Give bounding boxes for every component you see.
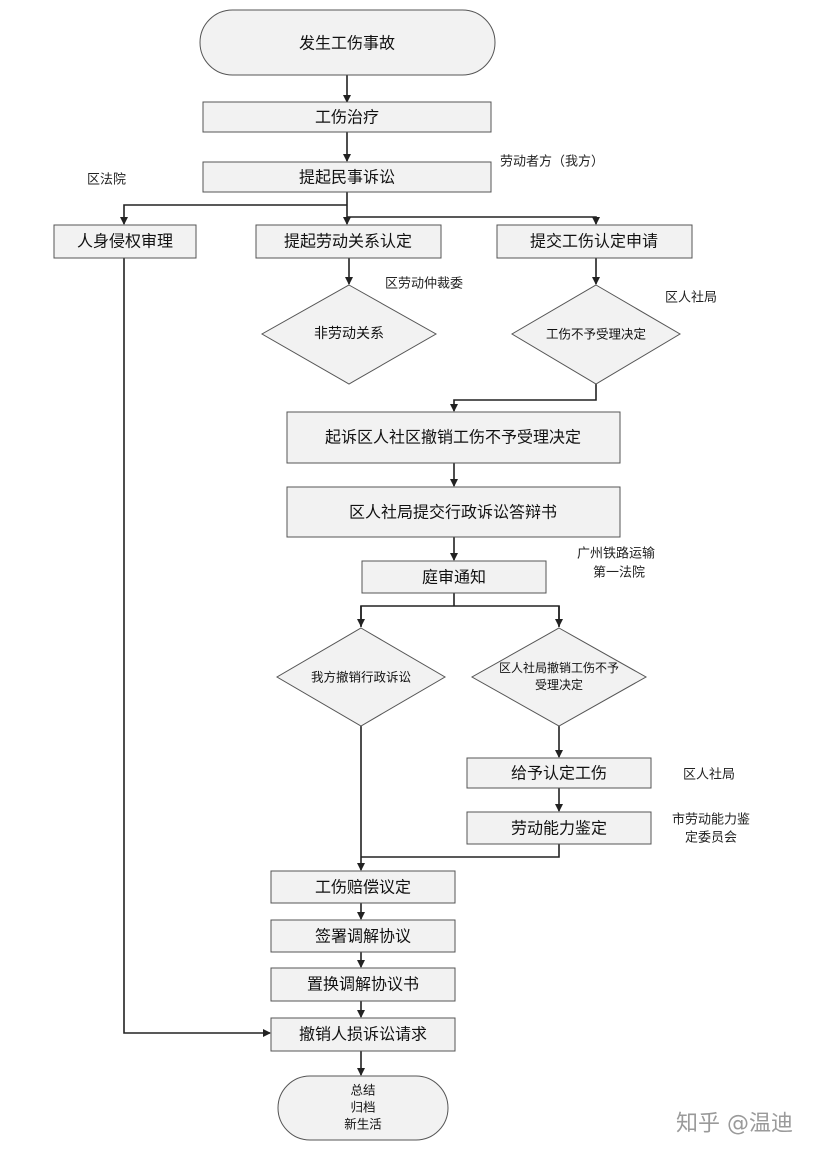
arrow-civil-application [347, 216, 600, 225]
label-worker-side: 劳动者方（我方） [500, 154, 604, 170]
label-district-court: 区法院 [87, 173, 126, 188]
node-withdraw-injury: 撤销人损诉讼请求 [270, 1017, 456, 1052]
label-committee-1: 市劳动能力鉴 [672, 812, 750, 828]
node-end: 总结 归档 新生活 [277, 1075, 449, 1141]
node-withdraw-injury-text: 撤销人损诉讼请求 [299, 1025, 427, 1044]
node-bureau-revoke: 区人社局撤销工伤不予 受理决定 [470, 627, 648, 727]
node-civil-suit-text: 提起民事诉讼 [299, 168, 395, 187]
node-sign: 签署调解协议 [270, 919, 456, 953]
node-not-accepted-text: 工伤不予受理决定 [546, 327, 646, 342]
node-end-text-2: 归档 [350, 1100, 375, 1115]
node-compensation: 工伤赔偿议定 [270, 870, 456, 904]
node-labor-relation-text: 提起劳动关系认定 [284, 232, 412, 251]
node-injury-application: 提交工伤认定申请 [496, 224, 693, 259]
node-non-labor: 非劳动关系 [260, 284, 438, 385]
node-ability: 劳动能力鉴定 [466, 811, 652, 845]
arrow-personal-withdrawinjury [123, 258, 271, 1037]
node-start-text: 发生工伤事故 [299, 34, 395, 53]
node-sue-bureau-text: 起诉区人社区撤销工伤不予受理决定 [325, 428, 581, 447]
line-ability-merge [361, 844, 560, 858]
node-defense-text: 区人社局提交行政诉讼答辩书 [349, 503, 557, 522]
node-labor-relation: 提起劳动关系认定 [255, 224, 442, 259]
node-withdraw-suit-text: 我方撤销行政诉讼 [311, 670, 411, 685]
node-bureau-revoke-text-1: 区人社局撤销工伤不予 [499, 660, 619, 675]
connectors [120, 75, 600, 1076]
node-treatment-text: 工伤治疗 [315, 108, 379, 127]
node-hearing: 庭审通知 [361, 560, 547, 594]
node-treatment: 工伤治疗 [202, 101, 492, 133]
node-recognized: 给予认定工伤 [466, 757, 652, 789]
node-non-labor-text: 非劳动关系 [314, 326, 384, 342]
line-split-branches [360, 605, 560, 627]
node-defense: 区人社局提交行政诉讼答辩书 [286, 486, 621, 538]
node-compensation-text: 工伤赔偿议定 [315, 878, 411, 897]
node-personal-injury: 人身侵权审理 [53, 224, 197, 259]
node-withdraw-suit: 我方撤销行政诉讼 [276, 627, 446, 727]
node-sue-bureau: 起诉区人社区撤销工伤不予受理决定 [286, 411, 621, 464]
node-hearing-text: 庭审通知 [422, 568, 486, 587]
node-ability-text: 劳动能力鉴定 [511, 819, 607, 838]
node-start: 发生工伤事故 [199, 9, 496, 76]
node-end-text-1: 总结 [350, 1083, 375, 1098]
node-exchange: 置换调解协议书 [270, 967, 456, 1002]
node-personal-injury-text: 人身侵权审理 [77, 232, 173, 251]
node-civil-suit: 提起民事诉讼 [202, 161, 492, 193]
arrow-notaccepted-sue [450, 384, 597, 412]
label-bureau-2: 区人社局 [683, 767, 735, 783]
node-recognized-text: 给予认定工伤 [511, 764, 607, 783]
node-sign-text: 签署调解协议 [315, 927, 411, 946]
label-arbitration: 区劳动仲裁委 [385, 276, 463, 292]
label-railway-court-1: 广州铁路运输 [577, 546, 655, 562]
arrow-civil-personal [120, 204, 347, 225]
side-labels: 区法院 劳动者方（我方） 区劳动仲裁委 区人社局 广州铁路运输 第一法院 区人社… [87, 154, 750, 846]
watermark: 知乎 @温迪 [676, 1112, 793, 1137]
node-bureau-revoke-text-2: 受理决定 [535, 677, 583, 692]
node-exchange-text: 置换调解协议书 [307, 975, 419, 994]
label-committee-2: 定委员会 [685, 831, 737, 846]
label-railway-court-2: 第一法院 [593, 566, 645, 581]
node-not-accepted: 工伤不予受理决定 [511, 284, 681, 385]
node-injury-application-text: 提交工伤认定申请 [530, 232, 658, 251]
node-end-text-3: 新生活 [344, 1117, 382, 1132]
label-bureau-1: 区人社局 [665, 290, 717, 306]
